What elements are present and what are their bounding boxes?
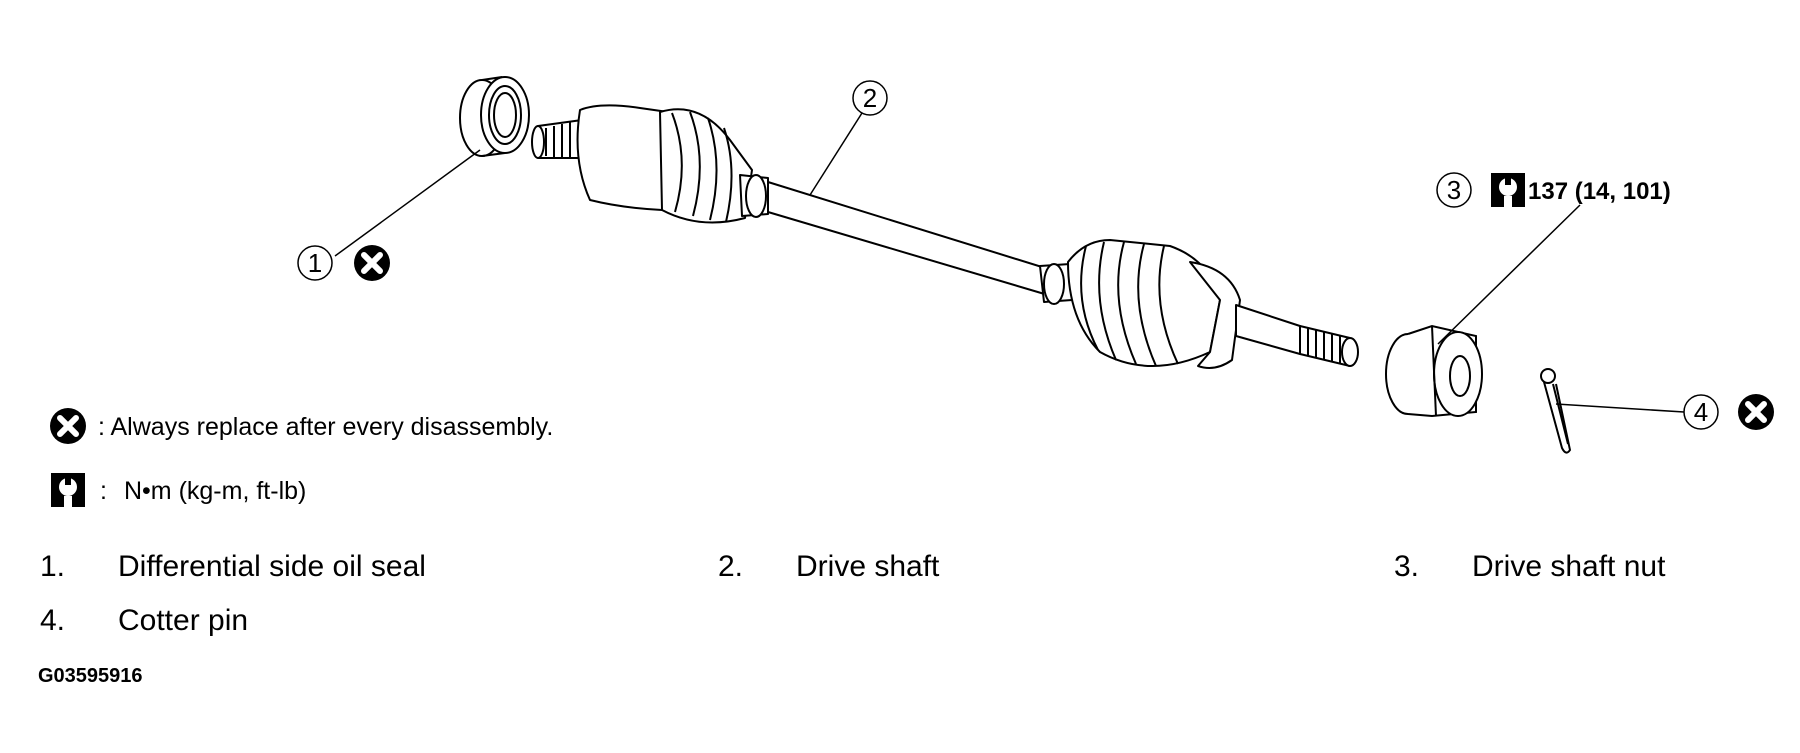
callout-2: 2 (852, 80, 888, 116)
legend-torque-unit: N•m (kg-m, ft-lb) (124, 477, 306, 505)
replace-x-icon (354, 245, 390, 281)
legend: : Always replace after every disassembly… (50, 408, 553, 507)
torque-wrench-icon (51, 473, 85, 507)
callout-1-number: 1 (308, 248, 322, 278)
replace-x-icon (50, 408, 86, 444)
part-item-2: 2. Drive shaft (718, 550, 940, 583)
torque-wrench-icon (1491, 173, 1525, 207)
legend-replace-text: : Always replace after every disassembly… (98, 413, 553, 441)
part-number: 3. (1394, 550, 1419, 583)
part-name: Drive shaft (796, 550, 940, 583)
part-item-1: 1. Differential side oil seal (40, 550, 426, 583)
callout-4-number: 4 (1694, 397, 1708, 427)
torque-value: 137 (14, 101) (1528, 178, 1671, 205)
oil-seal (459, 76, 530, 157)
part-name: Cotter pin (118, 604, 248, 637)
parts-list: 1. Differential side oil seal 2. Drive s… (40, 550, 1666, 637)
part-name: Drive shaft nut (1472, 550, 1666, 583)
figure-id: G03595916 (38, 665, 143, 687)
replace-x-icon (1738, 394, 1774, 430)
drive-shaft (531, 104, 1359, 369)
callout-4: 4 (1683, 394, 1774, 430)
part-item-4: 4. Cotter pin (40, 604, 248, 637)
part-item-3: 3. Drive shaft nut (1394, 550, 1666, 583)
part-number: 4. (40, 604, 65, 637)
callout-3: 3 137 (14, 101) (1436, 172, 1671, 208)
drive-shaft-nut (1385, 324, 1483, 418)
part-number: 2. (718, 550, 743, 583)
leader-lines (334, 112, 1685, 413)
part-name: Differential side oil seal (118, 550, 426, 583)
callout-2-number: 2 (863, 83, 877, 113)
legend-torque-colon: : (100, 477, 107, 505)
callout-3-number: 3 (1447, 175, 1461, 205)
part-number: 1. (40, 550, 65, 583)
callout-1: 1 (297, 245, 390, 281)
cotter-pin (1540, 368, 1572, 454)
